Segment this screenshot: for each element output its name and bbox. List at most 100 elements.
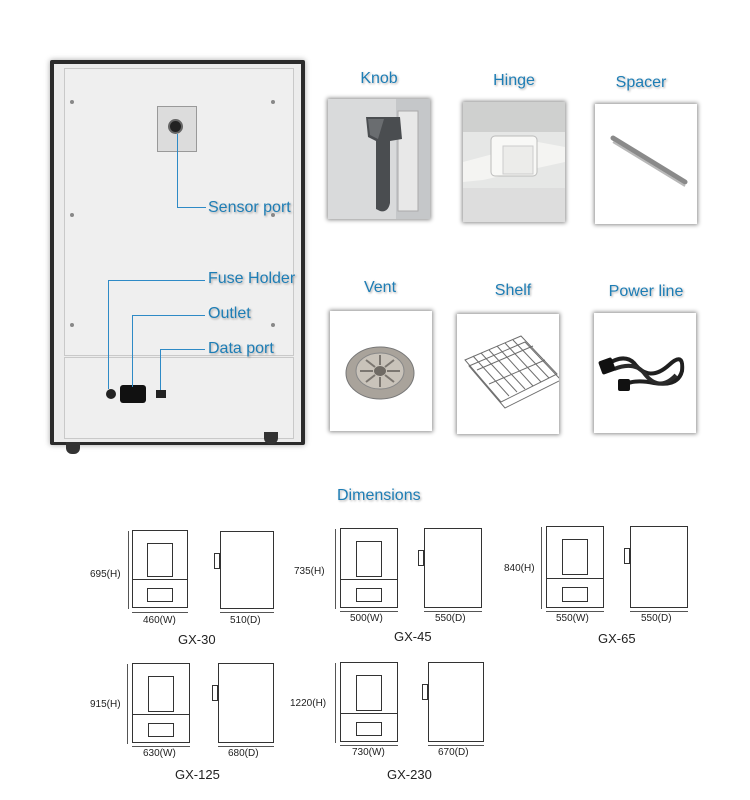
oven-front-drawing [340, 528, 398, 608]
width-label: 550(W) [556, 613, 589, 624]
depth-line [220, 612, 274, 613]
width-label: 630(W) [143, 748, 176, 759]
depth-line [218, 746, 274, 747]
screw [70, 323, 74, 327]
accessory-label-knob: Knob [360, 70, 398, 87]
width-line [132, 612, 188, 613]
accessory-label-power-line: Power line [608, 283, 684, 300]
cabinet-lower-panel [64, 357, 294, 439]
depth-label: 510(D) [230, 615, 261, 626]
screw [271, 100, 275, 104]
height-line [128, 531, 129, 609]
model-name: GX-45 [394, 629, 432, 644]
oven-side-drawing [218, 663, 274, 743]
model-name: GX-30 [178, 632, 216, 647]
panel-divider [340, 713, 398, 714]
cabinet-foot [66, 442, 80, 454]
accessory-tile-shelf [457, 314, 559, 434]
oven-side-drawing [428, 662, 484, 742]
oven-side-drawing [220, 531, 274, 609]
depth-line [424, 611, 482, 612]
oven-window [147, 543, 173, 577]
cabinet-foot [264, 432, 278, 444]
model-name: GX-230 [387, 767, 432, 782]
accessory-label-hinge: Hinge [493, 72, 535, 89]
panel-divider [132, 714, 190, 715]
depth-line [630, 611, 688, 612]
height-label: 695(H) [90, 569, 121, 580]
screw [271, 323, 275, 327]
shelf-image [457, 314, 559, 434]
panel-divider [132, 579, 188, 580]
panel-divider [340, 579, 398, 580]
control-panel [356, 722, 382, 736]
width-label: 500(W) [350, 613, 383, 624]
handle [212, 685, 218, 701]
oven-side-drawing [424, 528, 482, 608]
callout-line-sensor [177, 134, 206, 208]
oven-side-drawing [630, 526, 688, 608]
oven-front-drawing [340, 662, 398, 742]
callout-sensor-port: Sensor port [208, 199, 291, 216]
handle [422, 684, 428, 700]
model-name: GX-125 [175, 767, 220, 782]
power-line-image [594, 313, 696, 433]
callout-data-port: Data port [208, 340, 274, 357]
screw [70, 213, 74, 217]
control-panel [148, 723, 174, 737]
oven-front-drawing [132, 663, 190, 743]
oven-window [148, 676, 174, 712]
oven-window [356, 675, 382, 711]
depth-label: 670(D) [438, 747, 469, 758]
accessory-tile-spacer [595, 104, 697, 224]
height-label: 735(H) [294, 566, 325, 577]
accessory-tile-knob [328, 99, 430, 219]
callout-line-fuse [108, 280, 205, 389]
screw [70, 100, 74, 104]
control-panel [356, 588, 382, 602]
height-label: 915(H) [90, 699, 121, 710]
height-line [335, 663, 336, 743]
callout-fuse-holder: Fuse Holder [208, 270, 296, 287]
control-panel [147, 588, 173, 602]
width-line [340, 611, 398, 612]
dimensions-title: Dimensions [337, 487, 421, 504]
knob-image [328, 99, 430, 219]
accessory-tile-power-line [594, 313, 696, 433]
oven-window [562, 539, 588, 575]
callout-outlet: Outlet [208, 305, 251, 322]
depth-label: 550(D) [641, 613, 672, 624]
hinge-image [463, 102, 565, 222]
sensor-port [168, 119, 183, 134]
accessory-tile-hinge [463, 102, 565, 222]
depth-label: 550(D) [435, 613, 466, 624]
height-label: 840(H) [504, 563, 535, 574]
depth-line [428, 745, 484, 746]
handle [624, 548, 630, 564]
panel-divider [546, 578, 604, 579]
oven-front-drawing [132, 530, 188, 608]
width-label: 730(W) [352, 747, 385, 758]
data-port [156, 390, 166, 398]
callout-line-outlet [132, 315, 205, 387]
height-line [335, 529, 336, 609]
callout-line-data [160, 349, 205, 390]
fuse-holder [106, 389, 116, 399]
depth-label: 680(D) [228, 748, 259, 759]
accessory-tile-vent [330, 311, 432, 431]
handle [214, 553, 220, 569]
width-label: 460(W) [143, 615, 176, 626]
height-line [127, 664, 128, 744]
height-label: 1220(H) [290, 698, 327, 709]
oven-front-drawing [546, 526, 604, 608]
oven-window [356, 541, 382, 577]
spacer-image [595, 104, 697, 224]
accessory-label-spacer: Spacer [615, 74, 667, 91]
power-outlet [120, 385, 146, 403]
screw [271, 213, 275, 217]
width-line [340, 745, 398, 746]
width-line [546, 611, 604, 612]
handle [418, 550, 424, 566]
height-line [541, 527, 542, 609]
model-name: GX-65 [598, 631, 636, 646]
